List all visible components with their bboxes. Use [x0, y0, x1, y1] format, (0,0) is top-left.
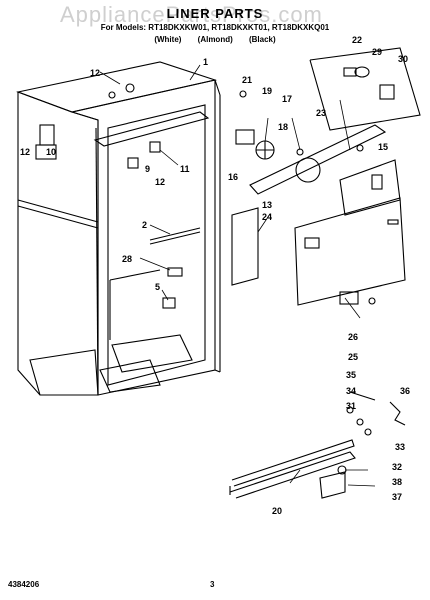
callout-5: 5 — [155, 282, 160, 292]
callout-23: 23 — [316, 108, 326, 118]
model-list: For Models: RT18DKXKW01, RT18DKXKT01, RT… — [100, 23, 330, 32]
parts-22-29-30 — [309, 47, 421, 131]
callout-21: 21 — [242, 75, 252, 85]
callout-20: 20 — [272, 506, 282, 516]
callout-34: 34 — [346, 386, 356, 396]
callout-13: 13 — [262, 200, 272, 210]
callout-11: 11 — [180, 164, 190, 174]
callout-10: 10 — [46, 147, 56, 157]
callout-37: 37 — [392, 492, 402, 502]
callout-26: 26 — [348, 332, 358, 342]
part-24-panel — [294, 197, 406, 306]
callout-2: 2 — [142, 220, 147, 230]
callout-18: 18 — [278, 122, 288, 132]
callout-12: 12 — [90, 68, 100, 78]
callout-12: 12 — [155, 177, 165, 187]
part-20-heater — [229, 439, 356, 499]
callout-12: 12 — [20, 147, 30, 157]
small-hardware — [319, 391, 406, 499]
liner-box — [16, 61, 221, 396]
callout-9: 9 — [145, 164, 150, 174]
callout-32: 32 — [392, 462, 402, 472]
callout-25: 25 — [348, 352, 358, 362]
part-2-bracket — [149, 227, 201, 245]
part-17-fan — [235, 129, 275, 160]
callout-17: 17 — [282, 94, 292, 104]
part-13-panel — [231, 207, 259, 286]
callout-19: 19 — [262, 86, 272, 96]
callout-29: 29 — [372, 47, 382, 57]
callout-15: 15 — [378, 142, 388, 152]
callout-30: 30 — [398, 54, 408, 64]
callout-38: 38 — [392, 477, 402, 487]
part-5 — [162, 297, 176, 309]
callout-33: 33 — [395, 442, 405, 452]
part-23-bracket — [249, 124, 387, 195]
callout-1: 1 — [203, 57, 208, 67]
callout-24: 24 — [262, 212, 272, 222]
callout-22: 22 — [352, 35, 362, 45]
color-list: (White) (Almond) (Black) — [154, 35, 276, 44]
part-28 — [167, 267, 183, 277]
callout-35: 35 — [346, 370, 356, 380]
part-26 — [339, 291, 359, 305]
callout-36: 36 — [400, 386, 410, 396]
part-number: 4384206 — [8, 580, 40, 589]
page-title: LINER PARTS — [166, 6, 264, 21]
watermark: AppliancePartsPros.com — [60, 2, 323, 27]
callout-28: 28 — [122, 254, 132, 264]
page-number: 3 — [210, 580, 215, 589]
callout-16: 16 — [228, 172, 238, 182]
callout-31: 31 — [346, 401, 356, 411]
